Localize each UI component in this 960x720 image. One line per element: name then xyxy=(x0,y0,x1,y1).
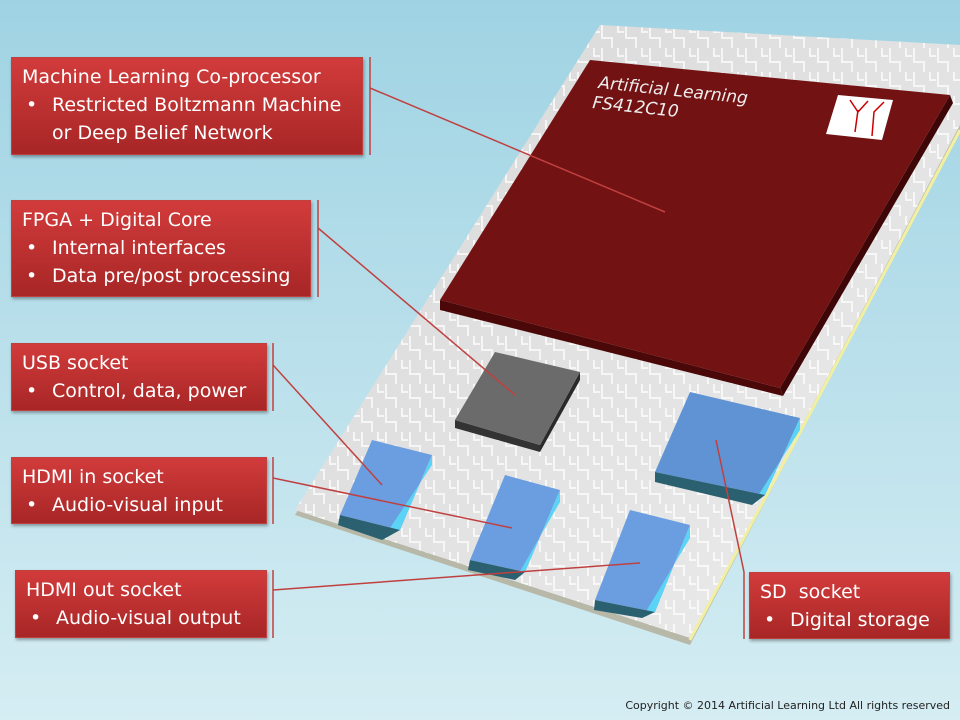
label-title: SD socket xyxy=(760,581,861,603)
copyright-notice: Copyright © 2014 Artificial Learning Ltd… xyxy=(625,699,950,712)
label-hdmi-out: HDMI out socket Audio-visual output xyxy=(15,570,267,638)
sd-socket xyxy=(655,392,800,505)
label-title: HDMI in socket xyxy=(22,466,164,488)
label-title: HDMI out socket xyxy=(26,579,182,601)
label-title: Machine Learning Co-processor xyxy=(22,66,321,88)
leader-lines xyxy=(272,57,745,639)
label-fpga: FPGA + Digital Core Internal interfacesD… xyxy=(11,200,311,297)
label-item: Control, data, power xyxy=(22,377,256,405)
label-usb: USB socket Control, data, power xyxy=(11,343,267,411)
label-ml-coprocessor: Machine Learning Co-processor Restricted… xyxy=(11,57,363,155)
label-item: Audio-visual input xyxy=(22,491,256,519)
fpga-chip xyxy=(455,352,580,452)
neuron-logo xyxy=(826,95,893,140)
ml-coprocessor-chip: Artificial Learning FS412C10 xyxy=(440,60,953,396)
label-item: Restricted Boltzmann Machine xyxy=(22,91,352,119)
hdmi-in-socket xyxy=(468,475,560,580)
label-item: Internal interfaces xyxy=(22,234,300,262)
label-item: Audio-visual output xyxy=(26,604,256,632)
label-hdmi-in: HDMI in socket Audio-visual input xyxy=(11,457,267,524)
hdmi-out-socket xyxy=(594,510,690,618)
label-sd: SD socket Digital storage xyxy=(749,572,950,639)
label-item: Data pre/post processing xyxy=(22,262,300,290)
usb-socket xyxy=(338,440,432,540)
label-title: USB socket xyxy=(22,352,129,374)
label-title: FPGA + Digital Core xyxy=(22,209,212,231)
label-item: or Deep Belief Network xyxy=(52,122,273,144)
label-item: Digital storage xyxy=(760,606,939,634)
